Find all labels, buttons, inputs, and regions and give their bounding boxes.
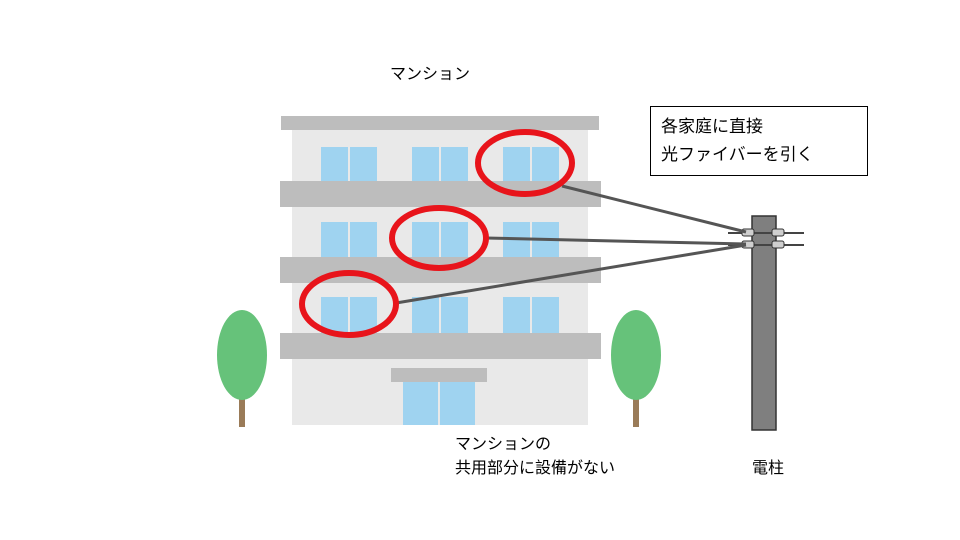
fiber-cable <box>395 243 747 305</box>
window <box>412 222 468 257</box>
highlight-circles <box>299 129 575 338</box>
highlight-circle <box>475 129 575 197</box>
window <box>321 297 377 333</box>
floor-slab-1 <box>280 333 601 359</box>
window <box>412 297 468 333</box>
building-title: マンション <box>390 64 471 83</box>
fiber-cable <box>485 236 747 246</box>
callout-line-2: 光ファイバーを引く <box>661 145 814 165</box>
roof-slab <box>281 116 599 130</box>
callout-box: 各家庭に直接 光ファイバーを引く <box>650 106 868 176</box>
window <box>503 297 559 333</box>
window <box>412 147 468 181</box>
fiber-cables <box>395 184 747 305</box>
building-note-line-1: マンションの <box>455 434 552 453</box>
window <box>503 147 559 181</box>
entrance-canopy <box>391 368 487 382</box>
pole-label: 電柱 <box>752 458 785 477</box>
window <box>321 222 377 257</box>
floor-slab-3 <box>280 181 601 207</box>
tree-left <box>217 310 267 427</box>
highlight-circle <box>389 205 489 271</box>
fiber-cable <box>561 184 747 234</box>
building-note-line-2: 共用部分に設備がない <box>455 458 616 477</box>
highlight-circle <box>299 270 399 338</box>
utility-pole <box>728 215 804 431</box>
tree-right <box>611 310 661 427</box>
entrance-door <box>403 382 475 425</box>
apartment-building <box>280 116 601 425</box>
building-note: マンションの 共用部分に設備がない <box>455 432 615 480</box>
callout-line-1: 各家庭に直接 <box>661 117 763 137</box>
window <box>321 147 377 181</box>
